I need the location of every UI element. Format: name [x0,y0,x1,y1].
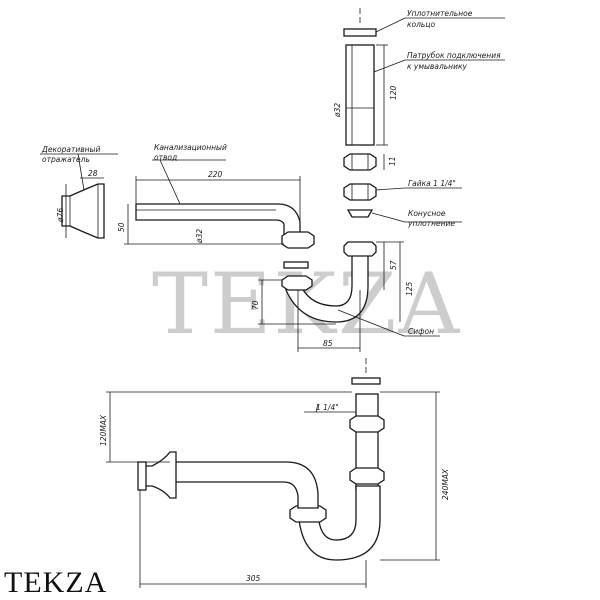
siphon-depth-dim: 70 [251,300,260,310]
pipe-diameter-dim: ø32 [333,103,342,118]
width-305-dim: 305 [246,574,261,583]
outlet-diameter-dim: ø32 [195,229,204,244]
assembled-outlet-part [169,461,319,509]
sewer-outlet-label-line2: отвод [154,153,177,162]
outlet-nut-part [281,231,315,249]
seal-ring-part [283,261,309,269]
reflector-label-line1: Декоративный [41,145,100,154]
connection-pipe-part [345,44,375,146]
nut-size-label: 1 1/4" [316,403,339,412]
cone-seal-label-line1: Конусное [408,209,446,218]
siphon-right-nut-part [343,241,377,257]
brand-logo-text: TEKZA [4,566,107,599]
decorative-reflector-part [61,183,105,239]
nut-label: Гайка 1 1/4" [408,179,456,188]
siphon-upper-dim: 57 [389,260,398,270]
sewer-outlet-label-line1: Канализационный [154,143,227,152]
outlet-length-dim: 220 [208,170,223,179]
cone-seal-part [346,209,374,218]
siphon-label: Сифон [408,327,434,336]
reflector-diameter-dim: ø76 [56,208,65,223]
connection-pipe-label-line2: к умывальнику [407,62,467,71]
nut-height-dim: 11 [388,156,397,166]
reflector-width-dim: 28 [88,169,98,178]
o-ring-part [343,28,377,37]
siphon-left-nut-part [281,275,313,291]
assembled-siphon-part [297,485,381,561]
sewer-outlet-part [135,203,301,237]
nut-lower-part [343,183,377,201]
o-ring-label-line2: кольцо [407,20,435,29]
connection-pipe-label-line1: Патрубок подключения [407,51,501,60]
nut-upper-part [343,153,377,171]
siphon-total-dim: 125 [405,281,414,296]
siphon-width-dim: 85 [323,339,333,348]
pipe-length-dim: 120 [389,85,398,100]
height-120max-dim: 120MAX [99,414,108,446]
cone-seal-label-line2: уплотнение [407,219,455,228]
outlet-drop-dim: 50 [117,222,126,232]
assembled-reflector-part [143,451,177,499]
height-240max-dim: 240MAX [441,468,450,500]
reflector-label-line2: отражатель [42,155,90,164]
o-ring-label-line1: Уплотнительное [407,9,473,18]
